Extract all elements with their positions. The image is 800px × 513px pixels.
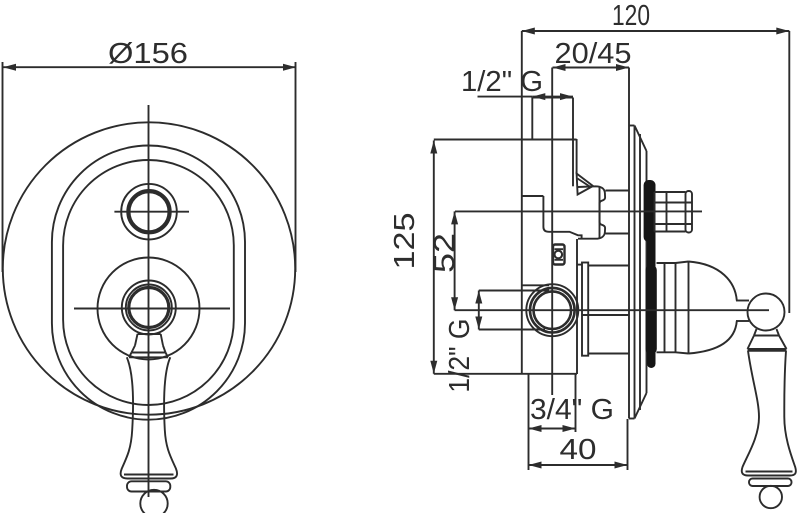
svg-text:125: 125 [389, 213, 421, 270]
svg-text:20/45: 20/45 [555, 38, 632, 70]
svg-text:1/2" G: 1/2" G [444, 319, 476, 393]
svg-text:3/4" G: 3/4" G [530, 394, 614, 426]
svg-text:120: 120 [612, 0, 650, 32]
svg-text:52: 52 [429, 233, 461, 273]
svg-text:Ø156: Ø156 [108, 38, 188, 70]
svg-text:40: 40 [560, 434, 597, 466]
svg-text:1/2" G: 1/2" G [461, 66, 543, 98]
